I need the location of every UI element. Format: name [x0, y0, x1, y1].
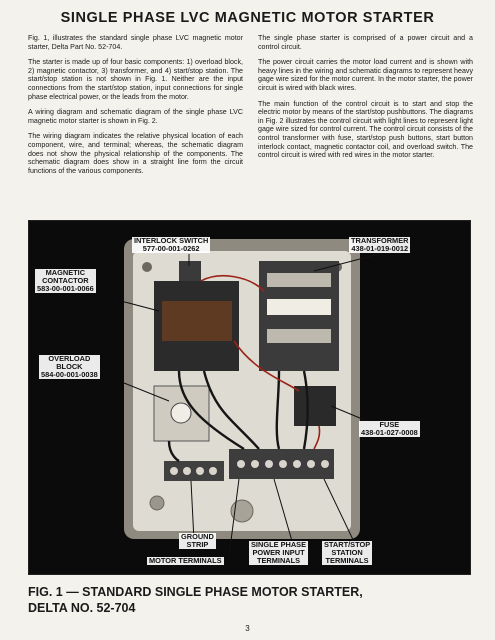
- label-line: 583-00-001-0066: [37, 284, 94, 293]
- ground-strip: [164, 461, 224, 481]
- label-line: TERMINALS: [325, 556, 369, 565]
- figure-caption: FIG. 1 — STANDARD SINGLE PHASE MOTOR STA…: [28, 584, 468, 616]
- page-title: SINGLE PHASE LVC MAGNETIC MOTOR STARTER: [60, 10, 435, 26]
- label-line: POWER INPUT: [252, 548, 305, 557]
- paragraph: Fig. 1, illustrates the standard single …: [28, 34, 243, 51]
- label-line: TRANSFORMER: [351, 236, 409, 245]
- label-line: CONTACTOR: [42, 276, 89, 285]
- paragraph: A wiring diagram and schematic diagram o…: [28, 108, 243, 125]
- label-line: INTERLOCK SWITCH: [134, 236, 209, 245]
- label-line: OVERLOAD: [48, 354, 91, 363]
- paragraph: The power circuit carries the motor load…: [258, 58, 473, 92]
- label-line: MAGNETIC: [45, 268, 86, 277]
- label-transformer: TRANSFORMER 438-01-019-0012: [349, 236, 411, 253]
- page-number: 3: [245, 624, 250, 633]
- right-text-column: The single phase starter is comprised of…: [258, 34, 473, 167]
- fuse-holder: [294, 386, 336, 426]
- label-line: START/STOP: [324, 540, 371, 549]
- label-interlock-switch: INTERLOCK SWITCH 577-00-001-0262: [132, 236, 211, 253]
- caption-line: FIG. 1 — STANDARD SINGLE PHASE MOTOR STA…: [28, 585, 363, 599]
- left-text-column: Fig. 1, illustrates the standard single …: [28, 34, 243, 182]
- paragraph: The single phase starter is comprised of…: [258, 34, 473, 51]
- starter-photo: INTERLOCK SWITCH 577-00-001-0262 TRANSFO…: [28, 220, 471, 575]
- paragraph: The wiring diagram indicates the relativ…: [28, 132, 243, 175]
- label-line: BLOCK: [56, 362, 83, 371]
- label-line: TERMINALS: [256, 556, 301, 565]
- interlock-switch: [179, 261, 201, 281]
- label-overload-block: OVERLOAD BLOCK 584-00-001-0038: [39, 355, 100, 379]
- label-line: STATION: [331, 548, 363, 557]
- paragraph: The main function of the control circuit…: [258, 99, 473, 160]
- label-line: 584-00-001-0038: [41, 370, 98, 379]
- label-magnetic-contactor: MAGNETIC CONTACTOR 583-00-001-0066: [35, 269, 96, 293]
- label-ground-strip: GROUND STRIP: [179, 533, 216, 549]
- label-line: GROUND: [181, 532, 214, 541]
- label-line: SINGLE PHASE: [251, 540, 307, 549]
- label-line: 577-00-001-0262: [142, 244, 200, 253]
- starter-illustration: [120, 239, 380, 557]
- caption-line: DELTA NO. 52-704: [28, 601, 136, 615]
- label-motor-terminals: MOTOR TERMINALS: [147, 556, 224, 565]
- label-line: 438-01-019-0012: [351, 244, 409, 253]
- label-fuse: FUSE 438-01-027-0008: [359, 421, 420, 437]
- label-line: STRIP: [186, 540, 209, 549]
- label-line: 438-01-027-0008: [361, 428, 418, 437]
- label-line: FUSE: [379, 420, 400, 429]
- label-start-stop-terminals: START/STOP STATION TERMINALS: [322, 540, 373, 565]
- label-power-input-terminals: SINGLE PHASE POWER INPUT TERMINALS: [249, 540, 309, 565]
- paragraph: The starter is made up of four basic com…: [28, 58, 243, 101]
